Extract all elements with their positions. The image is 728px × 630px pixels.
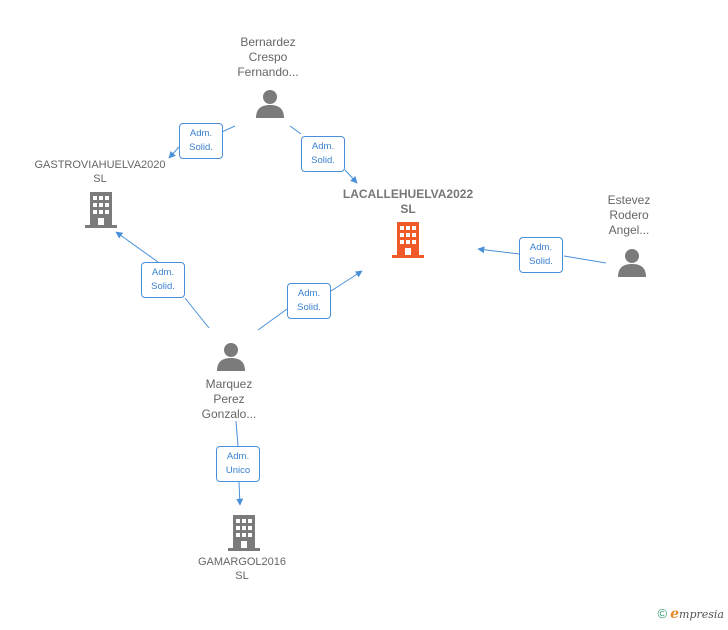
building-icon[interactable] [85, 192, 117, 228]
node-label-estevez[interactable]: Estevez Rodero Angel... [608, 193, 651, 238]
building-icon[interactable] [228, 515, 260, 551]
relation-badge[interactable]: Adm. Solid. [287, 283, 331, 319]
relation-line: Solid. [297, 302, 321, 313]
node-label-lacallehuelva[interactable]: LACALLEHUELVA2022 SL [343, 187, 473, 217]
relation-badge[interactable]: Adm. Solid. [141, 262, 185, 298]
node-line: Crespo [248, 50, 288, 64]
relation-badge[interactable]: Adm. Solid. [519, 237, 563, 273]
relation-line: Solid. [189, 142, 213, 153]
node-line: SL [400, 202, 416, 216]
relation-line: Adm. [311, 141, 335, 152]
edge-marquez-gamargol [236, 420, 240, 505]
node-line: GAMARGOL2016 [197, 556, 287, 568]
node-label-gamargol[interactable]: GAMARGOL2016 SL [198, 555, 286, 583]
edge-marquez-lacallehuelva [257, 271, 362, 331]
node-label-bernardez[interactable]: Bernardez Crespo Fernando... [237, 35, 298, 80]
node-label-gastroviahuelva[interactable]: GASTROVIAHUELVA2020 SL [34, 158, 165, 186]
node-line: Marquez [205, 377, 253, 391]
node-line: Perez [213, 392, 245, 406]
relation-line: Adm. [189, 128, 213, 139]
relation-line: Adm. [151, 267, 175, 278]
footer-brand: © empresia [657, 606, 724, 622]
node-line: SL [235, 570, 249, 582]
node-line: Bernardez [240, 35, 296, 49]
relation-line: Solid. [151, 281, 175, 292]
relation-badge[interactable]: Adm. Unico [216, 446, 260, 482]
node-line: SL [93, 173, 107, 185]
node-line: Estevez [607, 193, 651, 207]
node-line: Gonzalo... [201, 407, 257, 421]
copyright-symbol: © [657, 606, 668, 621]
relation-line: Solid. [529, 256, 553, 267]
node-label-marquez[interactable]: Marquez Perez Gonzalo... [202, 377, 257, 422]
brand-rest: mpresia [679, 608, 724, 621]
person-icon[interactable] [255, 88, 285, 118]
person-icon[interactable] [216, 341, 246, 371]
relation-badge[interactable]: Adm. Solid. [179, 123, 223, 159]
edge-bernardez-lacallehuelva [289, 125, 357, 183]
node-line: Angel... [608, 223, 650, 237]
relation-badge[interactable]: Adm. Solid. [301, 136, 345, 172]
person-icon[interactable] [617, 247, 647, 277]
relation-line: Adm. [226, 451, 250, 462]
relation-line: Solid. [311, 155, 335, 166]
node-line: Rodero [609, 208, 649, 222]
edge-estevez-lacallehuelva [478, 249, 607, 264]
relation-line: Adm. [297, 288, 321, 299]
relation-line: Adm. [529, 242, 553, 253]
brand-logo: empresia [670, 606, 724, 622]
edge-marquez-gastroviahuelva [116, 232, 210, 329]
brand-initial: e [670, 606, 680, 622]
node-line: LACALLEHUELVA2022 [342, 187, 474, 201]
building-icon[interactable] [392, 222, 424, 258]
node-line: Fernando... [237, 65, 299, 79]
relation-line: Unico [225, 465, 251, 476]
node-line: GASTROVIAHUELVA2020 [34, 159, 166, 171]
